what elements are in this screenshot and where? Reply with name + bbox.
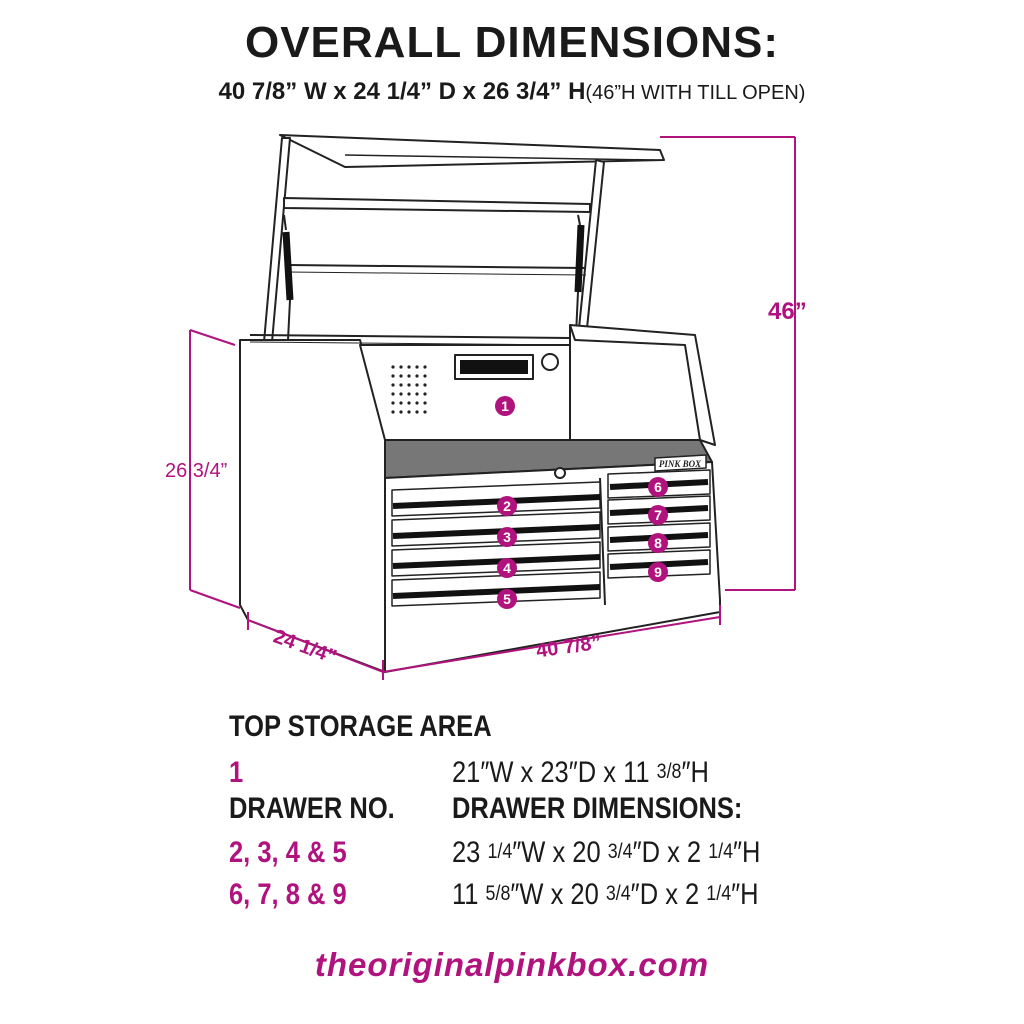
peg-hole	[391, 383, 395, 387]
drawer-handle	[392, 524, 601, 539]
dims-part: ″D x 2	[632, 836, 709, 869]
peg-hole	[399, 365, 403, 369]
dimension-height-open: 46”	[768, 298, 807, 325]
peg-hole	[407, 392, 411, 396]
gas-struts	[282, 214, 585, 341]
peg-hole	[423, 374, 427, 378]
peg-hole	[407, 401, 411, 405]
marker-circle	[648, 505, 668, 525]
website-url[interactable]: theoriginalpinkbox.com	[314, 946, 710, 983]
peg-hole	[399, 401, 403, 405]
marker-label: 3	[503, 529, 511, 545]
marker-circle	[497, 527, 517, 547]
marker-circle	[648, 477, 668, 497]
peg-hole	[391, 374, 395, 378]
dimension-height: 26 3/4”	[165, 460, 228, 482]
dims-part: ″W x 20	[512, 836, 608, 869]
peg-hole	[415, 374, 419, 378]
dims-part: ″H	[681, 756, 709, 789]
dims-part: ″H	[733, 836, 761, 869]
marker-circle	[497, 558, 517, 578]
page-title: OVERALL DIMENSIONS:	[244, 18, 779, 67]
peg-hole	[391, 392, 395, 396]
marker-circle	[495, 396, 515, 416]
marker-label: 2	[503, 498, 511, 514]
peg-hole	[399, 383, 403, 387]
peg-hole	[415, 410, 419, 414]
lid	[263, 134, 665, 343]
peg-hole	[407, 410, 411, 414]
peg-hole	[423, 392, 427, 396]
logo-badge: PINK BOX	[654, 454, 707, 472]
dims-part: 23	[452, 836, 488, 869]
dims-fraction: 3/8	[656, 760, 682, 783]
dimensions-note: (46”H WITH TILL OPEN)	[585, 82, 806, 104]
dims-fraction: 1/4	[708, 840, 734, 863]
drawers	[391, 469, 711, 607]
peg-hole	[415, 401, 419, 405]
peg-hole	[391, 401, 395, 405]
drawer-handle	[392, 584, 601, 599]
peg-hole	[423, 365, 427, 369]
marker-circle	[648, 533, 668, 553]
marker-label: 1	[501, 398, 509, 414]
marker-label: 9	[654, 564, 662, 580]
peg-hole	[407, 383, 411, 387]
top-storage-heading: TOP STORAGE AREA	[229, 710, 492, 743]
peg-hole	[415, 383, 419, 387]
peg-hole	[407, 365, 411, 369]
marker-label: 4	[503, 560, 511, 576]
peg-hole	[399, 374, 403, 378]
svg-text:PINK BOX: PINK BOX	[659, 459, 702, 469]
dims-fraction: 3/4	[605, 882, 631, 905]
drawer-ids: 2, 3, 4 & 5	[229, 836, 347, 869]
drawer-no-heading: DRAWER NO.	[229, 792, 395, 825]
peg-hole	[423, 383, 427, 387]
peg-hole	[391, 410, 395, 414]
dims-part: ″D x 2	[630, 878, 707, 911]
top-storage-dims: 21″W x 23″D x 11 3/8″H	[452, 756, 709, 790]
dims-fraction: 1/4	[706, 882, 732, 905]
dims-part: ″H	[731, 878, 759, 911]
compartment-markers: 1 2 3 4 5 6 7 8 9	[495, 396, 668, 609]
drawer-dims: 23 1/4″W x 20 3/4″D x 2 1/4″H	[452, 836, 760, 870]
drawer-dims-heading: DRAWER DIMENSIONS:	[452, 792, 743, 825]
peg-hole	[407, 374, 411, 378]
dimension-lines	[189, 136, 796, 680]
top-storage-id: 1	[229, 756, 244, 789]
dims-part: 21″W x 23″D x 11	[452, 756, 657, 789]
marker-circle	[497, 496, 517, 516]
dimensions-text: 40 7/8” W x 24 1/4” D x 26 3/4” H	[218, 78, 586, 105]
peg-hole	[423, 401, 427, 405]
drawer-ids: 6, 7, 8 & 9	[229, 878, 347, 911]
dims-fraction: 3/4	[607, 840, 633, 863]
marker-label: 6	[654, 479, 662, 495]
overall-dimensions: 40 7/8” W x 24 1/4” D x 26 3/4” H(46”H W…	[0, 78, 1024, 106]
marker-label: 5	[503, 591, 511, 607]
pegboard-holes	[391, 365, 427, 414]
dims-part: ″W x 20	[510, 878, 606, 911]
dims-fraction: 5/8	[485, 882, 511, 905]
dims-fraction: 1/4	[487, 840, 513, 863]
drawer-handle	[392, 554, 601, 569]
pegboard	[454, 353, 559, 380]
dims-part: 11	[452, 878, 486, 911]
drawer-handle	[392, 494, 601, 509]
peg-hole	[391, 365, 395, 369]
marker-circle	[648, 562, 668, 582]
peg-hole	[415, 365, 419, 369]
peg-hole	[423, 410, 427, 414]
peg-hole	[415, 392, 419, 396]
marker-label: 8	[654, 535, 662, 551]
marker-label: 7	[654, 507, 662, 523]
peg-hole	[399, 392, 403, 396]
peg-hole	[399, 410, 403, 414]
drawer-dims: 11 5/8″W x 20 3/4″D x 2 1/4″H	[452, 878, 759, 912]
marker-circle	[497, 589, 517, 609]
